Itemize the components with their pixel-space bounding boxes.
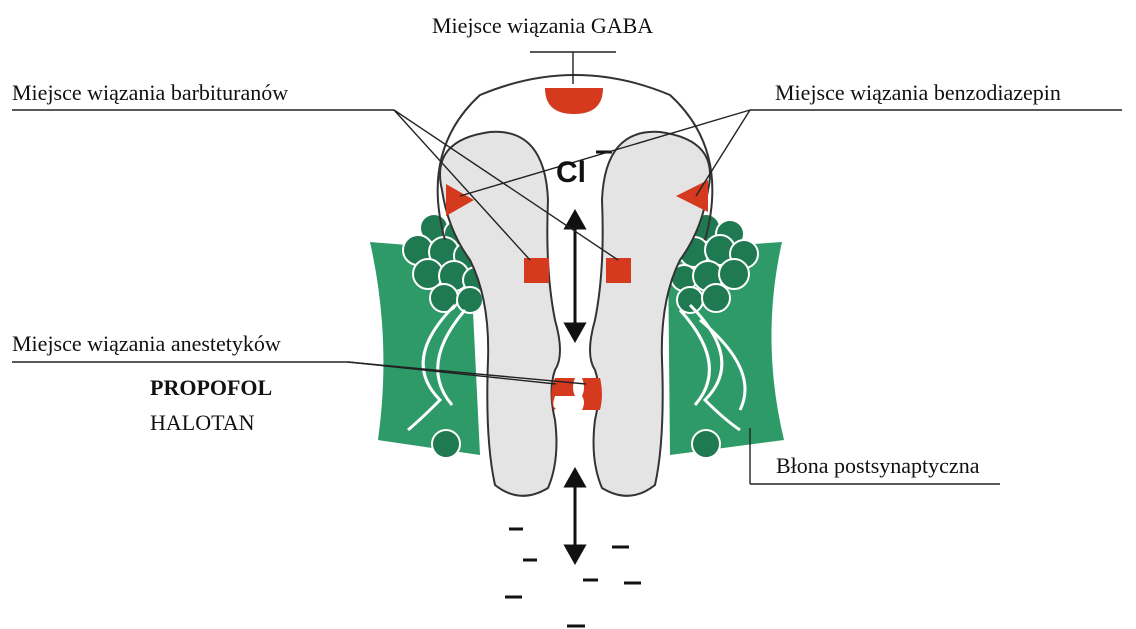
ion-label: Cl — [556, 156, 586, 190]
label-membrane: Błona postsynaptyczna — [776, 453, 979, 479]
bead-bottom-left — [432, 430, 460, 458]
label-halotan: HALOTAN — [150, 410, 255, 436]
label-propofol: PROPOFOL — [150, 375, 272, 401]
label-anesthetics: Miejsce wiązania anestetyków — [12, 331, 281, 357]
label-barbiturates: Miejsce wiązania barbituranów — [12, 80, 288, 106]
label-benzodiazepines: Miejsce wiązania benzodiazepin — [775, 80, 1061, 106]
bead-bottom-right — [692, 430, 720, 458]
gaba-binding-site — [545, 88, 603, 114]
barbiturate-site-left — [524, 258, 549, 283]
barbiturate-site-right — [606, 258, 631, 283]
label-gaba: Miejsce wiązania GABA — [432, 13, 653, 39]
anesthetic-site-right — [582, 378, 602, 410]
